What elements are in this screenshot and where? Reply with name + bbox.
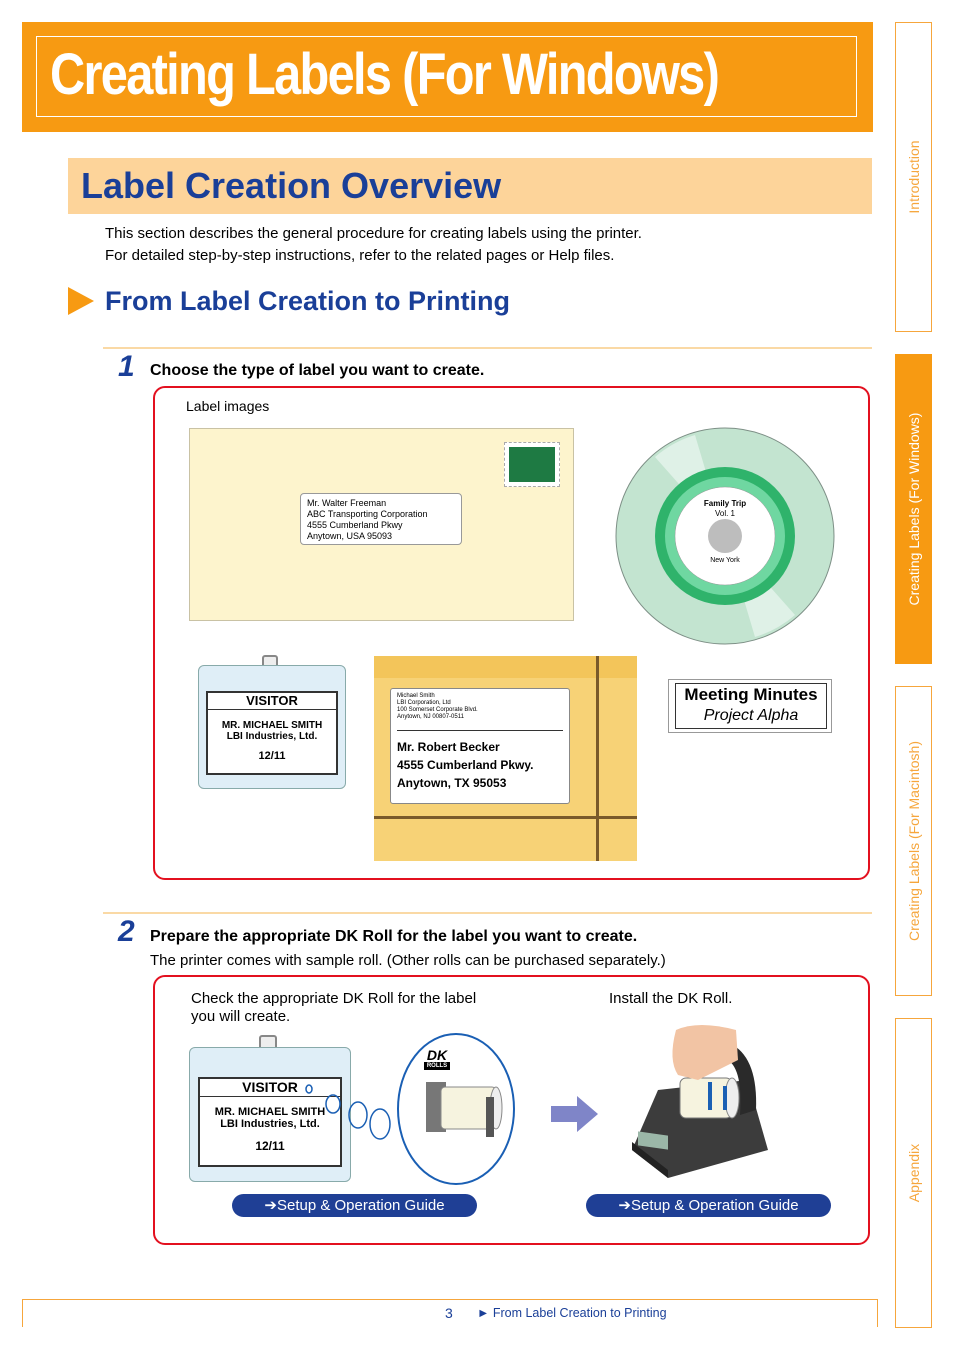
cd-title-line1: Family Trip [703,499,747,508]
envelope-address-label: Mr. Walter Freeman ABC Transporting Corp… [300,493,462,545]
dk-logo-top: DK [426,1047,448,1063]
tab-appendix[interactable]: Appendix [895,1018,932,1328]
badge-name: MR. MICHAEL SMITH [221,720,323,731]
dk-logo: DK ROLLS [424,1048,450,1070]
badge-card: VISITOR MR. MICHAEL SMITH LBI Industries… [206,691,338,775]
file-label-illustration: Meeting Minutes Project Alpha [668,679,832,733]
footer-section-link[interactable]: ► From Label Creation to Printing [477,1306,667,1320]
file-label-line2: Project Alpha [703,707,799,724]
file-label-line1: Meeting Minutes [684,685,818,704]
badge-card: VISITOR MR. MICHAEL SMITH LBI Industries… [198,1077,342,1167]
badge-date: 12/11 [255,1139,285,1153]
shipping-divider [397,730,563,731]
badge-company: LBI Industries, Ltd. [220,1118,320,1130]
step2-left-caption-1: Check the appropriate DK Roll for the la… [191,990,477,1007]
recipient-line: 4555 Cumberland Pkwy. [397,758,534,772]
step2-text: Prepare the appropriate DK Roll for the … [150,928,638,945]
badge-date: 12/11 [258,750,286,762]
sender-line: Anytown, NJ 00807-0511 [397,714,464,720]
section-header-bar [68,158,872,214]
tab-creating-labels-windows[interactable]: Creating Labels (For Windows) [895,354,932,664]
step2-divider [103,912,872,914]
package-flap [374,656,637,678]
file-label-inner: Meeting Minutes Project Alpha [675,683,827,729]
visitor-badge-illustration: VISITOR MR. MICHAEL SMITH LBI Industries… [198,655,346,790]
dk-logo-bottom: ROLLS [424,1062,450,1070]
cd-title-line3: New York [710,557,740,564]
envelope-address-line: Anytown, USA 95093 [307,531,393,541]
step2-right-caption: Install the DK Roll. [609,990,733,1007]
chapter-banner-frame [36,36,857,117]
right-arrow-icon [551,1096,598,1132]
package-shipping-label: Michael Smith LBI Corporation, Ltd 100 S… [390,688,570,804]
envelope-address-line: 4555 Cumberland Pkwy [307,520,403,530]
sender-line: LBI Corporation, Ltd [397,700,451,706]
label-images-caption: Label images [186,398,270,414]
intro-line-2: For detailed step-by-step instructions, … [105,247,615,264]
step2-number: 2 [118,915,135,948]
visitor-badge-illustration-2: VISITOR MR. MICHAEL SMITH LBI Industries… [189,1035,351,1183]
step1-text: Choose the type of label you want to cre… [150,362,485,379]
recipient-line: Mr. Robert Becker [397,740,500,754]
badge-title: VISITOR [208,693,336,710]
setup-guide-link-left[interactable]: ➔Setup & Operation Guide [232,1194,477,1217]
section-title: Label Creation Overview [81,165,502,206]
package-string-v [596,656,599,861]
step1-divider [103,347,872,349]
step2-subtext: The printer comes with sample roll. (Oth… [150,952,666,969]
tab-appendix-label: Appendix [905,1143,922,1203]
printer-graphic [632,1025,768,1178]
stamp-inner [509,447,555,482]
tab-windows-label: Creating Labels (For Windows) [905,412,922,606]
cd-disc-graphic [615,427,835,645]
sender-line: Michael Smith [397,693,435,699]
envelope-illustration: Mr. Walter Freeman ABC Transporting Corp… [189,428,574,621]
badge-company: LBI Industries, Ltd. [226,731,318,742]
badge-name: MR. MICHAEL SMITH [214,1106,326,1118]
package-string-h [374,816,637,819]
thought-bubbles [305,1084,391,1140]
badge-title: VISITOR [200,1079,340,1097]
footer-frame [22,1299,878,1327]
package-illustration: Michael Smith LBI Corporation, Ltd 100 S… [374,656,637,861]
tab-introduction-label: Introduction [905,140,922,214]
sender-line: 100 Somerset Corporate Blvd. [397,707,478,713]
subsection-arrow-icon [68,287,94,315]
printer-illustration [628,1020,770,1180]
cd-title-line2: Vol. 1 [714,509,735,518]
chapter-title: Creating Labels (For Windows) [50,42,720,107]
step2-left-caption-2: you will create. [191,1008,291,1025]
envelope-address-line: Mr. Walter Freeman [307,498,387,508]
dk-roll-bubble: DK ROLLS [396,1032,516,1186]
recipient-line: Anytown, TX 95053 [397,776,507,790]
setup-guide-link-right[interactable]: ➔Setup & Operation Guide [586,1194,831,1217]
page-number: 3 [445,1305,453,1321]
step1-number: 1 [118,350,135,383]
tab-macintosh-label: Creating Labels (For Macintosh) [905,741,922,941]
tab-creating-labels-macintosh[interactable]: Creating Labels (For Macintosh) [895,686,932,996]
stamp [504,442,560,487]
subsection-title: From Label Creation to Printing [105,286,511,316]
dk-roll-graphic [397,1033,515,1185]
tab-introduction[interactable]: Introduction [895,22,932,332]
envelope-address-line: ABC Transporting Corporation [307,509,428,519]
intro-line-1: This section describes the general proce… [105,225,642,242]
cd-illustration: Family Trip Vol. 1 New York [615,427,835,645]
chapter-banner [22,22,873,132]
